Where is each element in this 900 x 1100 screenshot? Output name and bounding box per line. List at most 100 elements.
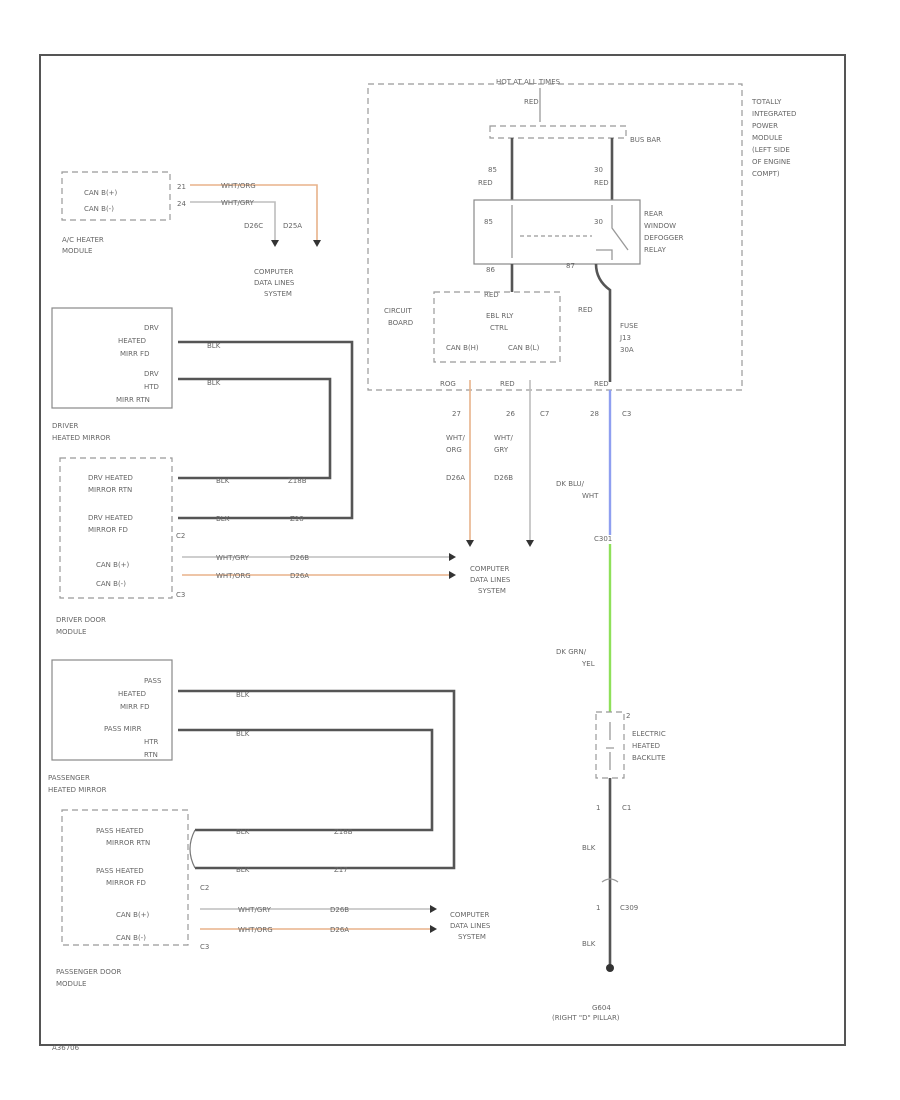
svg-text:BLK: BLK — [216, 477, 230, 485]
backlite-circuit: DK BLU/ WHT C301 DK GRN/ YEL 2 ELECTRIC … — [552, 390, 666, 1022]
svg-text:RED: RED — [578, 306, 593, 314]
svg-text:MIRROR RTN: MIRROR RTN — [88, 486, 132, 494]
svg-text:D26B: D26B — [290, 554, 309, 562]
svg-text:1: 1 — [596, 804, 600, 812]
circuit-code: D26C — [244, 222, 263, 230]
svg-text:C3: C3 — [176, 591, 185, 599]
svg-text:CAN B(+): CAN B(+) — [96, 561, 130, 569]
svg-text:RED: RED — [594, 179, 609, 187]
svg-text:BLK: BLK — [582, 844, 596, 852]
svg-text:DK BLU/: DK BLU/ — [556, 480, 585, 488]
passenger-mirror-return-wire — [178, 728, 434, 832]
svg-text:CAN B(-): CAN B(-) — [96, 580, 126, 588]
svg-text:C309: C309 — [620, 904, 638, 912]
svg-text:C2: C2 — [200, 884, 209, 892]
svg-text:PASS HEATED: PASS HEATED — [96, 827, 144, 835]
svg-text:C3: C3 — [622, 410, 631, 418]
svg-text:DK GRN/: DK GRN/ — [556, 648, 587, 656]
computer-data-lines-label: COMPUTER DATA LINES SYSTEM — [450, 911, 491, 941]
svg-text:85: 85 — [484, 218, 493, 226]
svg-text:MIRR FD: MIRR FD — [120, 703, 149, 711]
svg-text:DRV: DRV — [144, 324, 159, 332]
svg-text:30A: 30A — [620, 346, 634, 354]
svg-text:REAR: REAR — [644, 210, 663, 218]
svg-text:BACKLITE: BACKLITE — [632, 754, 666, 762]
power-source-label: HOT AT ALL TIMES — [496, 78, 561, 86]
svg-text:PASS: PASS — [144, 677, 162, 685]
diagram-border — [39, 54, 846, 1046]
svg-text:87: 87 — [566, 262, 575, 270]
cavity-number: 21 — [177, 183, 186, 191]
svg-text:MIRR RTN: MIRR RTN — [116, 396, 150, 404]
driver-mirror-return-wire — [178, 377, 332, 480]
svg-text:HEATED: HEATED — [632, 742, 660, 750]
electric-heated-backlite — [595, 711, 625, 779]
svg-text:2: 2 — [626, 712, 630, 720]
svg-text:BLK: BLK — [582, 940, 596, 948]
svg-text:BOARD: BOARD — [388, 319, 413, 327]
svg-text:COMPUTER: COMPUTER — [450, 911, 489, 919]
svg-text:26: 26 — [506, 410, 515, 418]
svg-text:ORG: ORG — [446, 446, 462, 454]
svg-text:PASS MIRR: PASS MIRR — [104, 725, 142, 733]
svg-text:POWER: POWER — [752, 122, 778, 130]
svg-text:D26B: D26B — [494, 474, 513, 482]
svg-text:CAN B(+): CAN B(+) — [116, 911, 150, 919]
svg-text:CIRCUIT: CIRCUIT — [384, 307, 413, 315]
svg-text:SYSTEM: SYSTEM — [264, 290, 292, 298]
driver-side-loop-return — [189, 829, 196, 869]
svg-text:D26A: D26A — [330, 926, 349, 934]
svg-text:BLK: BLK — [236, 730, 250, 738]
circuit-board — [433, 291, 561, 363]
svg-text:28: 28 — [590, 410, 599, 418]
svg-text:ROG: ROG — [440, 380, 456, 388]
svg-text:BLK: BLK — [236, 828, 250, 836]
ac-pin-label: CAN B(+) — [84, 189, 118, 197]
svg-text:85: 85 — [488, 166, 497, 174]
passenger-door-module: PASS HEATED MIRROR RTN PASS HEATED MIRRO… — [56, 809, 437, 988]
svg-text:MIRROR FD: MIRROR FD — [88, 526, 128, 534]
svg-text:(RIGHT "D" PILLAR): (RIGHT "D" PILLAR) — [552, 1014, 620, 1022]
svg-text:RED: RED — [524, 98, 539, 106]
svg-text:ELECTRIC: ELECTRIC — [632, 730, 666, 738]
svg-text:D26A: D26A — [446, 474, 465, 482]
cavity-number: 24 — [177, 200, 186, 208]
svg-text:INTEGRATED: INTEGRATED — [752, 110, 796, 118]
svg-text:WHT/ORG: WHT/ORG — [238, 926, 273, 934]
svg-text:D26B: D26B — [330, 906, 349, 914]
svg-text:BLK: BLK — [236, 691, 250, 699]
svg-text:86: 86 — [486, 266, 495, 274]
wire-color-label: WHT/ORG — [221, 182, 256, 190]
svg-text:MIRROR FD: MIRROR FD — [106, 879, 146, 887]
bus-bar-label: BUS BAR — [630, 136, 661, 144]
svg-text:BLK: BLK — [207, 379, 221, 387]
svg-text:SYSTEM: SYSTEM — [478, 587, 506, 595]
svg-text:EBL RLY: EBL RLY — [486, 312, 514, 320]
svg-text:RED: RED — [594, 380, 609, 388]
svg-text:COMPT): COMPT) — [752, 170, 780, 178]
svg-text:BLK: BLK — [236, 866, 250, 874]
svg-text:DATA LINES: DATA LINES — [470, 576, 511, 584]
passenger-heated-mirror: PASS HEATED MIRR FD PASS MIRR HTR RTN BL… — [48, 659, 456, 870]
svg-text:HEATED MIRROR: HEATED MIRROR — [48, 786, 107, 794]
svg-text:Z17: Z17 — [334, 866, 348, 874]
svg-text:SYSTEM: SYSTEM — [458, 933, 486, 941]
svg-text:C1: C1 — [622, 804, 631, 812]
svg-text:HEATED: HEATED — [118, 690, 146, 698]
wire-wht-org — [190, 184, 318, 244]
connector-arrow — [313, 240, 321, 247]
svg-text:OF ENGINE: OF ENGINE — [752, 158, 791, 166]
ac-heater-module: CAN B(+) CAN B(-) 21 24 WHT/ORG WHT/GRY … — [61, 171, 321, 255]
svg-text:RED: RED — [484, 291, 499, 299]
svg-text:DRV HEATED: DRV HEATED — [88, 514, 133, 522]
svg-text:RED: RED — [478, 179, 493, 187]
svg-text:WHT/GRY: WHT/GRY — [216, 554, 250, 562]
svg-text:DATA LINES: DATA LINES — [450, 922, 491, 930]
svg-text:WHT/: WHT/ — [494, 434, 513, 442]
driver-heated-mirror: DRV HEATED MIRR FD DRV HTD MIRR RTN BLK … — [51, 307, 354, 520]
svg-text:PASSENGER DOOR: PASSENGER DOOR — [56, 968, 121, 976]
svg-text:DRIVER DOOR: DRIVER DOOR — [56, 616, 106, 624]
svg-text:WHT/: WHT/ — [446, 434, 465, 442]
svg-text:WINDOW: WINDOW — [644, 222, 676, 230]
